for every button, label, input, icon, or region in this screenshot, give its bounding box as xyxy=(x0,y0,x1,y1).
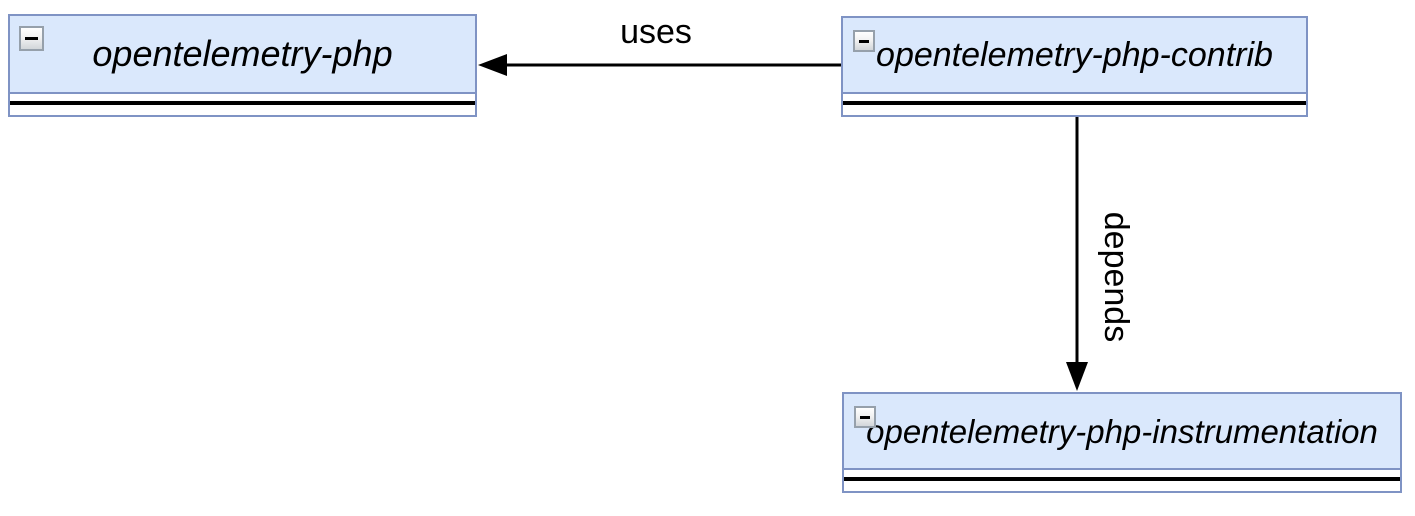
collapse-minus-icon[interactable] xyxy=(19,26,44,51)
compartment-separator xyxy=(844,477,1400,481)
collapse-minus-icon[interactable] xyxy=(853,30,875,52)
depends-arrow xyxy=(1066,117,1088,391)
package-opentelemetry-php-contrib[interactable]: opentelemetry-php-contrib xyxy=(841,16,1308,117)
minus-bar xyxy=(25,37,38,40)
compartment-separator xyxy=(843,101,1306,105)
package-opentelemetry-php-instrumentation[interactable]: opentelemetry-php-instrumentation xyxy=(842,392,1402,493)
body-compartment xyxy=(844,470,1400,491)
uses-arrow xyxy=(478,54,841,76)
package-opentelemetry-php[interactable]: opentelemetry-php xyxy=(8,14,477,117)
body-compartment xyxy=(843,94,1306,115)
edge-label-depends: depends xyxy=(1097,211,1135,343)
body-compartment xyxy=(10,94,475,115)
title-compartment: opentelemetry-php-contrib xyxy=(843,18,1306,94)
minus-bar xyxy=(859,415,871,419)
collapse-minus-icon[interactable] xyxy=(854,406,876,428)
package-title: opentelemetry-php-instrumentation xyxy=(866,412,1378,450)
compartment-separator xyxy=(10,101,475,105)
minus-bar xyxy=(858,39,870,43)
title-compartment: opentelemetry-php-instrumentation xyxy=(844,394,1400,470)
package-title: opentelemetry-php xyxy=(92,33,393,74)
package-title: opentelemetry-php-contrib xyxy=(876,36,1273,74)
title-compartment: opentelemetry-php xyxy=(10,16,475,94)
edge-label-uses: uses xyxy=(620,13,692,51)
